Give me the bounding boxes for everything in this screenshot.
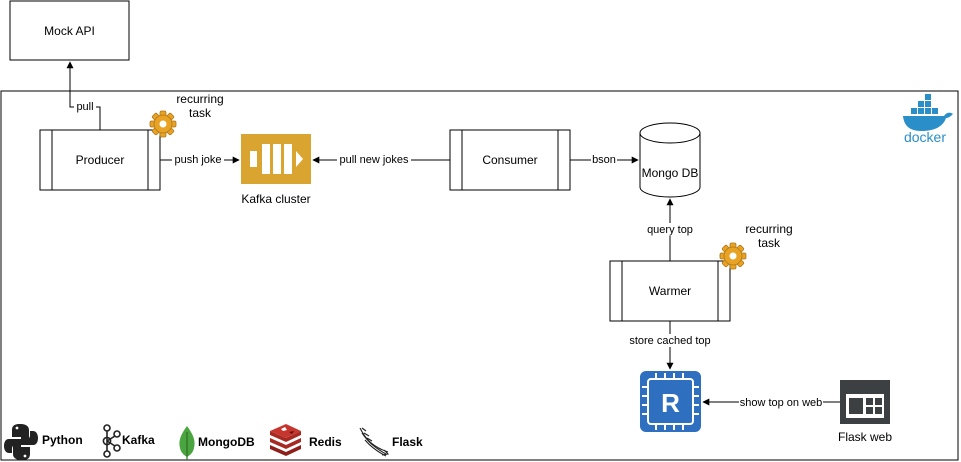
edge-store-cached-top-label: store cached top (629, 335, 710, 347)
recurring-task-label: task (189, 106, 212, 120)
edge-query-top-label: query top (647, 224, 693, 236)
recurring-task-label: recurring (745, 222, 792, 236)
docker-label: docker (904, 129, 946, 145)
kafka-logo-icon (102, 424, 121, 458)
edge-bson-label: bson (592, 154, 616, 166)
consumer-label: Consumer (482, 153, 537, 167)
mongodb-leaf-icon (179, 426, 195, 460)
legend-redis-label: Redis (309, 435, 342, 449)
legend-kafka-label: Kafka (122, 433, 155, 447)
warmer-node[interactable]: Warmer (609, 260, 731, 322)
docker-whale-icon: docker (903, 94, 953, 145)
legend-python-label: Python (42, 433, 83, 447)
edge-push-joke-label: push joke (174, 154, 221, 166)
mock-api-node[interactable]: Mock API (9, 0, 130, 61)
producer-node[interactable]: Producer (39, 129, 161, 191)
mongo-db-node[interactable]: Mongo DB (639, 122, 701, 198)
kafka-cluster-label: Kafka cluster (241, 192, 310, 206)
python-logo-icon (4, 424, 38, 460)
consumer-node[interactable]: Consumer (449, 129, 571, 191)
mongo-db-label: Mongo DB (642, 166, 699, 180)
flask-web-label: Flask web (838, 430, 892, 444)
gear-icon (719, 242, 747, 270)
edge-pull-label: pull (76, 101, 93, 113)
redis-chip-icon[interactable]: R (640, 371, 701, 432)
flask-logo-icon (359, 427, 390, 457)
redis-logo-icon (270, 424, 301, 456)
gear-icon (149, 110, 177, 138)
edge-show-top-on-web-label: show top on web (740, 397, 823, 409)
warmer-label: Warmer (649, 284, 691, 298)
browser-window-icon[interactable] (840, 380, 890, 424)
edge-pull-new-jokes-label: pull new jokes (339, 154, 409, 166)
producer-label: Producer (76, 153, 125, 167)
legend-mongodb-label: MongoDB (198, 435, 255, 449)
edge-pull (66, 61, 101, 130)
docker-container-frame (0, 90, 959, 461)
mock-api-label: Mock API (44, 24, 95, 38)
legend-flask-label: Flask (392, 435, 423, 449)
svg-text:R: R (661, 388, 680, 418)
kafka-cluster-icon[interactable] (241, 134, 311, 184)
recurring-task-label: recurring (176, 92, 223, 106)
recurring-task-label: task (758, 236, 781, 250)
